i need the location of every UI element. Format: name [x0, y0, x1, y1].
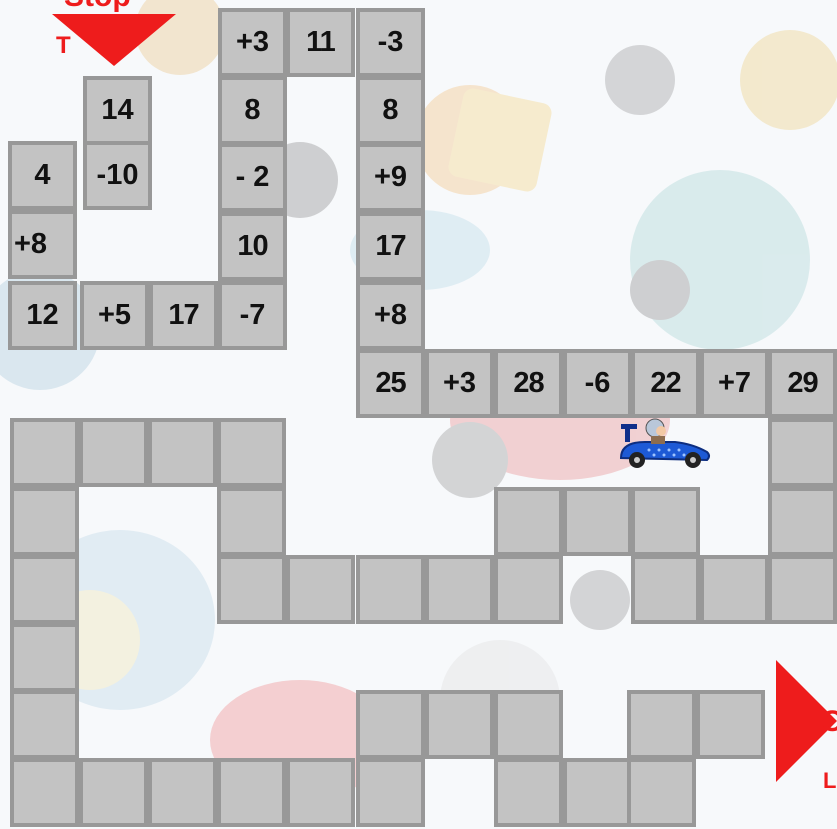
empty-cell — [425, 690, 494, 759]
empty-cell — [217, 555, 286, 624]
empty-cell — [356, 555, 425, 624]
start-label-line2: T — [56, 32, 71, 60]
board-cell: -10 — [83, 141, 152, 210]
empty-cell — [768, 418, 837, 487]
empty-cell — [217, 418, 286, 487]
board-cell: +3 — [425, 349, 494, 418]
empty-cell — [494, 487, 563, 556]
empty-cell — [148, 758, 217, 827]
board-cell: 28 — [494, 349, 563, 418]
empty-cell — [563, 758, 632, 827]
empty-cell — [700, 555, 769, 624]
empty-cell — [10, 623, 79, 692]
empty-cell — [563, 487, 632, 556]
board-cell: -3 — [356, 8, 425, 77]
empty-cell — [627, 758, 696, 827]
board-cell: 25 — [356, 349, 425, 418]
empty-cell — [631, 555, 700, 624]
board-cell: +9 — [356, 143, 425, 212]
race-car-icon — [615, 418, 715, 470]
empty-cell — [425, 555, 494, 624]
board-cell: 8 — [218, 76, 287, 145]
empty-cell — [286, 758, 355, 827]
empty-cell — [10, 690, 79, 759]
board-cell: +8 — [8, 210, 77, 279]
empty-cell — [217, 758, 286, 827]
empty-cell — [696, 690, 765, 759]
finish-label: C — [821, 705, 837, 739]
board-cell: 4 — [8, 141, 77, 210]
empty-cell — [148, 418, 217, 487]
board-cell: 11 — [286, 8, 355, 77]
board-cell: - 2 — [218, 143, 287, 212]
empty-cell — [356, 758, 425, 827]
start-label: Stop — [64, 0, 131, 14]
board-cell: +5 — [80, 281, 149, 350]
empty-cell — [356, 690, 425, 759]
board-cell: 17 — [149, 281, 218, 350]
empty-cell — [10, 418, 79, 487]
board-cell: 29 — [768, 349, 837, 418]
board-cell: -7 — [218, 281, 287, 350]
empty-cell — [10, 487, 79, 556]
board-cell: +7 — [700, 349, 769, 418]
board-cell: 22 — [631, 349, 700, 418]
empty-cell — [768, 487, 837, 556]
empty-cell — [494, 758, 563, 827]
empty-cell — [631, 487, 700, 556]
empty-cell — [217, 487, 286, 556]
board-cell: 8 — [356, 76, 425, 145]
empty-cell — [79, 418, 148, 487]
finish-label-line2: L — [823, 768, 836, 794]
board-cell: -6 — [563, 349, 632, 418]
board-cell: 10 — [218, 212, 287, 281]
empty-cell — [79, 758, 148, 827]
empty-cell — [286, 555, 355, 624]
board-cell: 12 — [8, 281, 77, 350]
empty-cell — [494, 690, 563, 759]
board-cell: +3 — [218, 8, 287, 77]
empty-cell — [494, 555, 563, 624]
empty-cell — [10, 758, 79, 827]
empty-cell — [627, 690, 696, 759]
empty-cell — [768, 555, 837, 624]
empty-cell — [10, 555, 79, 624]
board-cell: +8 — [356, 281, 425, 350]
board-cell: 17 — [356, 212, 425, 281]
board-cell: 14 — [83, 76, 152, 145]
